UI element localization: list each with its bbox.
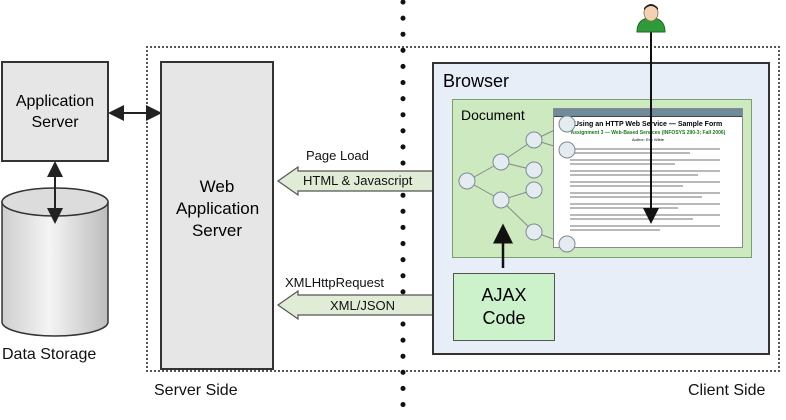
application-server-label: Application Server — [15, 93, 95, 131]
database-icon — [1, 187, 109, 337]
client-side-label: Client Side — [688, 382, 766, 399]
user-icon — [636, 4, 666, 33]
web-application-server-label: Web Application Server — [176, 177, 260, 240]
page-author: Author: Erik Wilde — [631, 137, 664, 142]
ajax-code-box: AJAX Code — [453, 273, 555, 341]
server-side-label: Server Side — [154, 382, 238, 399]
web-application-server-box: Web Application Server — [160, 61, 274, 370]
html-js-label: HTML & Javascript — [303, 173, 413, 188]
ajax-code-label: AJAX Code — [481, 285, 527, 328]
page-subtitle: Assignment 3 — Web-Based Services (INFOS… — [570, 130, 726, 136]
rendered-page-thumbnail: Using an HTTP Web Service — Sample Form … — [553, 108, 743, 248]
browser-label: Browser — [443, 71, 510, 91]
document-label: Document — [461, 107, 525, 123]
page-title: Using an HTTP Web Service — Sample Form — [573, 121, 723, 128]
system-boundary — [146, 46, 780, 372]
xmlhttprequest-label: XMLHttpRequest — [285, 275, 384, 290]
xml-json-label: XML/JSON — [330, 298, 396, 313]
data-storage-label: Data Storage — [2, 346, 97, 363]
page-load-label: Page Load — [306, 148, 369, 163]
